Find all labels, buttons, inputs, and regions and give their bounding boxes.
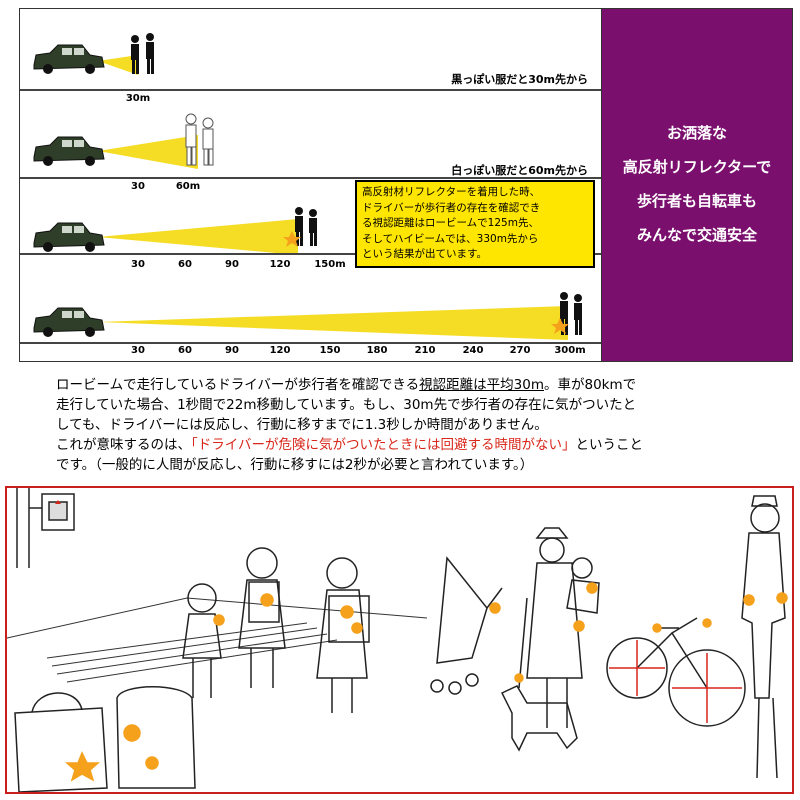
distance-axis (20, 342, 602, 344)
warning-quote: 「ドライバーが危険に気がついたときには回避する時間がない」 (191, 437, 576, 453)
tick-label: 120 (269, 345, 291, 356)
tick-label: 30 (131, 181, 145, 192)
tick-label: 150m (314, 259, 346, 270)
promo-line: みんなで交通安全 (636, 226, 757, 244)
car-icon (33, 222, 105, 252)
promo-line: お洒落な (666, 124, 727, 142)
headlight-beam (98, 219, 298, 255)
row-caption: 黒っぽい服だと30m先から (451, 73, 588, 86)
explanation-paragraph: ロービームで走行しているドライバーが歩行者を確認できる視認距離は平均30m。車が… (56, 375, 776, 475)
pedestrian-reflector-icon (551, 292, 582, 335)
tick-label: 210 (414, 345, 436, 356)
school-bags-icon (14, 686, 196, 793)
notice-line: という結果が出ています。 (362, 248, 487, 260)
children-group-icon (182, 547, 370, 713)
tick-label: 240 (462, 345, 484, 356)
man-icon (741, 495, 788, 779)
tick-label: 300m (554, 345, 586, 356)
highlight-distance: 視認距離は平均30m (419, 377, 544, 393)
notice-line: る視認距離はロービームで125m先、 (362, 217, 539, 229)
tick-label: 30m (125, 93, 151, 104)
dog-icon (500, 597, 578, 752)
headlight-beam (98, 135, 198, 169)
promo-line: 高反射リフレクターで (622, 158, 772, 176)
row-4-scene (33, 292, 582, 340)
pedestrian-dark-icon (131, 33, 154, 74)
row-2-scene (33, 113, 214, 169)
tick-label: 120 (269, 259, 291, 270)
illustration-canvas (6, 488, 788, 793)
paragraph-line: これが意味するのは、「ドライバーが危険に気がついたときには回避する時間がない」と… (56, 435, 776, 455)
traffic-signal-icon (16, 488, 75, 568)
stroller-icon (430, 556, 503, 695)
paragraph-text: ということ (575, 437, 643, 453)
row-caption: 白っぽい服だと60m先から (451, 164, 588, 177)
notice-line: 高反射材リフレクターを着用した時、 (362, 186, 541, 198)
tick-label: 180 (366, 345, 388, 356)
tick-label: 90 (225, 259, 239, 270)
distance-axis (20, 177, 602, 179)
bicycle-icon (606, 617, 746, 727)
headlight-beam (98, 306, 568, 340)
notice-line: そしてハイビームでは、330m先から (362, 232, 539, 245)
woman-with-child-icon (526, 527, 600, 728)
car-icon (33, 307, 105, 337)
paragraph-line: です。（一般的に人間が反応し、行動に移すには2秒が必要と言われています。） (56, 457, 534, 473)
promo-line: 歩行者も自転車も (636, 192, 757, 210)
paragraph-line: しても、ドライバーには反応し、行動に移すまでに1.3秒しか時間がありません。 (56, 417, 548, 433)
paragraph-text: ロービームで走行しているドライバーが歩行者を確認できる (56, 377, 420, 393)
car-icon (33, 136, 105, 166)
tick-label: 90 (225, 345, 239, 356)
tick-label: 270 (509, 345, 531, 356)
promo-panel: お洒落な 高反射リフレクターで 歩行者も自転車も みんなで交通安全 (601, 8, 793, 362)
tick-label: 30 (131, 259, 145, 270)
pedestrian-reflector-icon (283, 207, 317, 247)
row-1-scene (33, 33, 154, 75)
paragraph-line: ロービームで走行しているドライバーが歩行者を確認できる視認距離は平均30m。車が… (56, 375, 776, 395)
reflector-notice: 高反射材リフレクターを着用した時、 ドライバーが歩行者の存在を確認でき る視認距… (355, 180, 595, 268)
tick-label: 150 (319, 345, 341, 356)
street-illustration (5, 486, 794, 794)
tick-label: 30 (131, 345, 145, 356)
pedestrian-white-icon (185, 113, 214, 166)
paragraph-text: 。車が80kmで (544, 377, 637, 393)
row-3-scene (33, 207, 317, 255)
paragraph-text: これが意味するのは、 (56, 437, 191, 453)
distance-axis (20, 253, 602, 255)
tick-label: 60 (178, 259, 192, 270)
notice-line: ドライバーが歩行者の存在を確認でき (362, 201, 541, 214)
distance-axis (20, 89, 602, 91)
car-icon (33, 44, 105, 74)
tick-label: 60 (178, 345, 192, 356)
tick-label: 60m (175, 181, 201, 192)
paragraph-line: 走行していた場合、1秒間で22m移動しています。もし、30m先で歩行者の存在に気… (56, 397, 637, 413)
headlight-beam (98, 55, 138, 75)
